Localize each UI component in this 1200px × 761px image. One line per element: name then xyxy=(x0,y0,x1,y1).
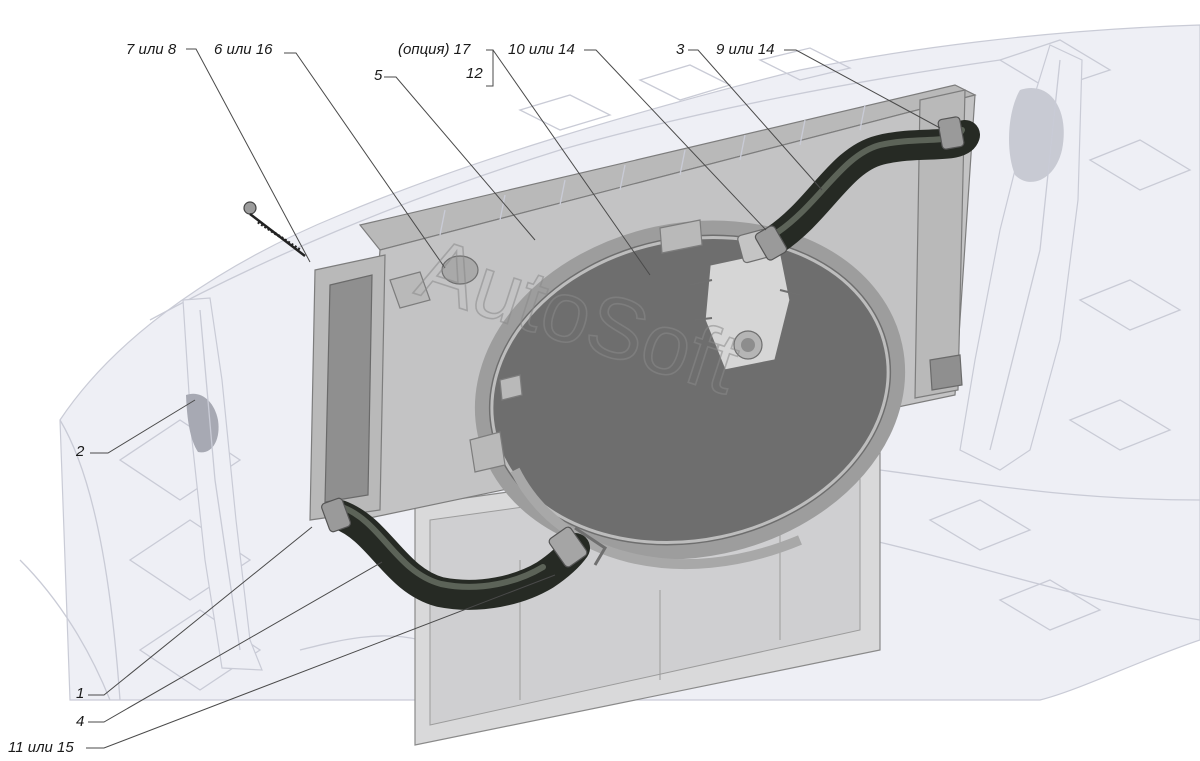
bolt xyxy=(243,201,306,257)
label-10-or-14: 10 или 14 xyxy=(508,41,575,58)
label-option-17: (опция) 17 xyxy=(398,41,471,58)
label-2: 2 xyxy=(75,443,85,460)
label-9-or-14: 9 или 14 xyxy=(716,41,775,58)
label-11-or-15: 11 или 15 xyxy=(8,739,74,756)
callout-labels: 7 или 8 6 или 16 (опция) 17 12 10 или 14… xyxy=(8,41,775,756)
label-5: 5 xyxy=(374,67,383,84)
label-4: 4 xyxy=(76,713,84,730)
label-3: 3 xyxy=(676,41,685,58)
upper-hose xyxy=(754,116,980,261)
label-7-or-8: 7 или 8 xyxy=(126,41,177,58)
lower-hose xyxy=(321,497,608,610)
label-12: 12 xyxy=(466,65,483,82)
side-deflector-left xyxy=(182,297,263,671)
label-1: 1 xyxy=(76,685,84,702)
leader-lines xyxy=(86,48,941,749)
label-6-or-16: 6 или 16 xyxy=(214,41,273,58)
side-deflector-right xyxy=(959,44,1083,471)
radiator-core xyxy=(309,84,977,570)
